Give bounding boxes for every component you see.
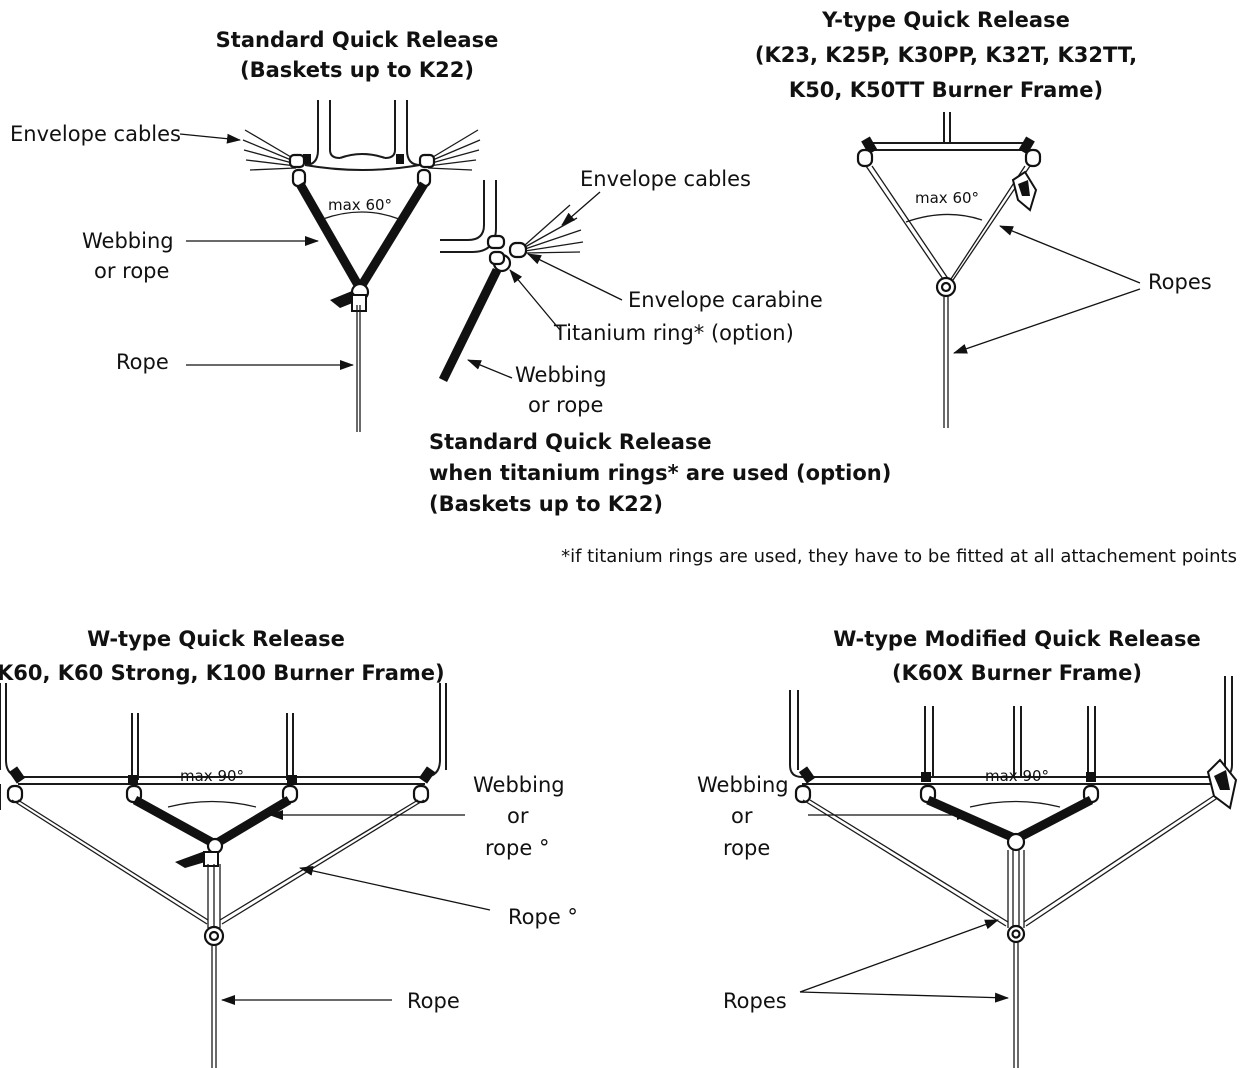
titanium-webbing: [438, 268, 502, 382]
wtype-quick-release: W-type Quick Release (K60, K60 Strong, K…: [0, 627, 578, 1068]
standard-frame: [304, 100, 421, 171]
wmod-title-line1: W-type Modified Quick Release: [833, 627, 1200, 651]
wtype-label-or: or: [507, 804, 529, 828]
titanium-ring-detail: Envelope cables Envelope carabine Titani…: [429, 167, 891, 516]
ytype-title-line2: (K23, K25P, K30PP, K32T, K32TT,: [755, 43, 1137, 67]
wmod-frame: [789, 676, 1233, 785]
standard-carabiner-right: [418, 153, 436, 169]
titanium-label-webbing: Webbing: [515, 363, 607, 387]
wmod-label-rope: rope: [723, 836, 770, 860]
ytype-ring-right: [1024, 148, 1042, 168]
titanium-label-envelope-cables: Envelope cables: [580, 167, 751, 191]
wtype-title-line2: (K60, K60 Strong, K100 Burner Frame): [0, 661, 445, 685]
wmod-angle-label: max 90°: [985, 767, 1049, 785]
titanium-caption-line1: Standard Quick Release: [429, 430, 712, 454]
ytype-ring-left: [856, 148, 874, 168]
standard-quick-release: Standard Quick Release (Baskets up to K2…: [10, 28, 498, 432]
standard-webbing-end-right: [396, 154, 404, 164]
wtype-title-line1: W-type Quick Release: [87, 627, 345, 651]
titanium-label-titanium-ring: Titanium ring* (option): [553, 321, 794, 345]
titanium-envelope-cables: [524, 204, 584, 254]
footnote: *if titanium rings are used, they have t…: [561, 546, 1237, 567]
ytype-strap-right: [1018, 136, 1035, 155]
wtype-modified-quick-release: W-type Modified Quick Release (K60X Burn…: [697, 627, 1238, 1068]
wmod-label-ropes: Ropes: [723, 989, 787, 1013]
wmod-label-or: or: [731, 804, 753, 828]
standard-label-rope: Rope: [116, 350, 169, 374]
standard-webbing-left: [296, 181, 362, 288]
standard-title-line2: (Baskets up to K22): [240, 58, 474, 82]
titanium-caption-line2: when titanium rings* are used (option): [429, 461, 891, 485]
ytype-quick-release: Y-type Quick Release (K23, K25P, K30PP, …: [755, 8, 1212, 428]
titanium-caption-line3: (Baskets up to K22): [429, 492, 663, 516]
wtype-label-rope-deg2: Rope °: [508, 905, 578, 929]
ytype-title-line3: K50, K50TT Burner Frame): [789, 78, 1103, 102]
wtype-frame: [0, 683, 447, 810]
standard-release-mechanism: [330, 282, 370, 312]
ytype-strap-left: [861, 136, 878, 155]
wmod-title-line2: (K60X Burner Frame): [892, 661, 1142, 685]
standard-label-or-rope: or rope: [94, 259, 169, 283]
titanium-envelope-carabine: [508, 241, 528, 259]
standard-label-envelope-cables: Envelope cables: [10, 122, 181, 146]
ytype-release-mechanism: [1011, 170, 1038, 212]
wmod-angle-arc: [969, 800, 1061, 808]
ytype-label-ropes: Ropes: [1148, 270, 1212, 294]
standard-angle-arc: [322, 211, 400, 220]
standard-label-webbing: Webbing: [82, 229, 174, 253]
standard-envelope-cables-right: [427, 129, 481, 171]
standard-title-line1: Standard Quick Release: [216, 28, 499, 52]
ytype-title-line1: Y-type Quick Release: [821, 8, 1070, 32]
standard-angle-label: max 60°: [328, 196, 392, 214]
standard-carabiner-left: [288, 153, 306, 169]
titanium-label-envelope-carabine: Envelope carabine: [628, 288, 823, 312]
standard-envelope-cables-left: [242, 129, 297, 171]
standard-webbing-end-left: [303, 154, 311, 164]
wtype-angle-label: max 90°: [180, 767, 244, 785]
wmod-label-webbing: Webbing: [697, 773, 789, 797]
ytype-angle-arc: [905, 213, 983, 223]
wtype-label-rope-deg: rope °: [485, 836, 549, 860]
wmod-release-mechanism: [1206, 758, 1238, 810]
wtype-label-webbing: Webbing: [473, 773, 565, 797]
wtype-angle-arc: [167, 800, 257, 808]
titanium-label-or-rope: or rope: [528, 393, 603, 417]
titanium-carabine-upper: [486, 234, 506, 250]
wtype-label-rope: Rope: [407, 989, 460, 1013]
ytype-center-post: [943, 112, 951, 143]
ytype-angle-label: max 60°: [915, 189, 979, 207]
standard-webbing-right: [358, 181, 428, 288]
